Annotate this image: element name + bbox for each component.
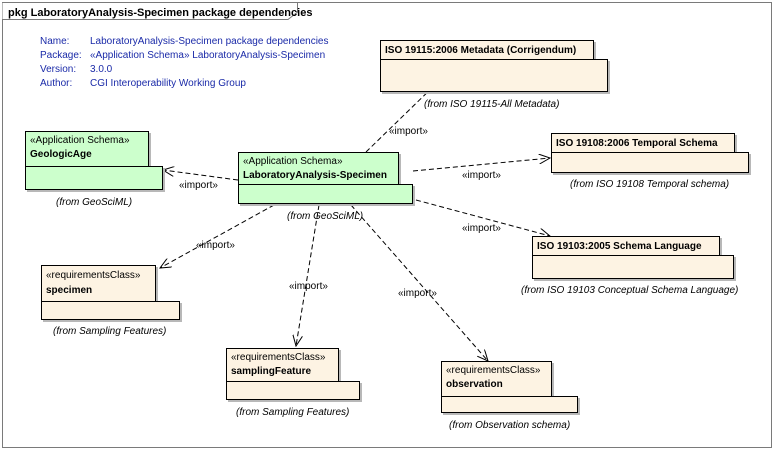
- origin-samplingfeature: (from Sampling Features): [236, 407, 350, 418]
- package-tab: «requirementsClass» observation: [441, 361, 552, 397]
- origin-observation: (from Observation schema): [449, 420, 571, 431]
- package-iso19108[interactable]: ISO 19108:2006 Temporal Schema: [551, 133, 751, 175]
- package-name-geologicage: GeologicAge: [30, 149, 92, 160]
- note-value-version: 3.0.0: [90, 64, 113, 75]
- package-body: [25, 166, 163, 190]
- package-samplingfeature[interactable]: «requirementsClass» samplingFeature: [226, 348, 362, 402]
- stereotype-observation: «requirementsClass»: [446, 365, 541, 376]
- package-laboratoryanalysis-specimen[interactable]: «Application Schema» LaboratoryAnalysis-…: [238, 152, 415, 206]
- package-name-iso19108: ISO 19108:2006 Temporal Schema: [556, 138, 718, 149]
- import-label-geologicage: «import»: [179, 180, 218, 191]
- note-key-name: Name:: [40, 36, 70, 47]
- import-label-specimen: «import»: [196, 240, 235, 251]
- import-label-observation: «import»: [398, 288, 437, 299]
- dependency-edge-iso19103[interactable]: [415, 199, 550, 236]
- note-key-version: Version:: [40, 64, 77, 75]
- import-label-samplingfeature: «import»: [289, 281, 328, 292]
- package-tab: «requirementsClass» specimen: [41, 265, 156, 302]
- package-name-samplingfeature: samplingFeature: [231, 366, 312, 377]
- package-iso19103[interactable]: ISO 19103:2005 Schema Language: [532, 236, 736, 281]
- package-body: [226, 381, 360, 400]
- stereotype-lab: «Application Schema»: [243, 156, 343, 167]
- note-value-author: CGI Interoperability Working Group: [90, 78, 246, 89]
- package-tab: «requirementsClass» samplingFeature: [226, 348, 339, 382]
- import-label-iso19103: «import»: [462, 223, 501, 234]
- note-value-name: LaboratoryAnalysis-Specimen package depe…: [90, 36, 329, 47]
- dependency-edge-iso19115[interactable]: [365, 82, 438, 153]
- origin-geologicage: (from GeoSciML): [56, 197, 133, 208]
- package-tab: «Application Schema» LaboratoryAnalysis-…: [238, 152, 399, 185]
- note-key-author: Author:: [40, 78, 73, 89]
- package-name-lab: LaboratoryAnalysis-Specimen: [243, 170, 387, 181]
- package-body: [532, 255, 734, 279]
- package-tab: «Application Schema» GeologicAge: [25, 131, 149, 167]
- note-key-package: Package:: [40, 50, 82, 61]
- dependency-edge-samplingfeature[interactable]: [296, 204, 320, 346]
- dependency-edge-observation[interactable]: [350, 204, 488, 361]
- dependency-edge-specimen[interactable]: [160, 204, 275, 268]
- origin-iso19103: (from ISO 19103 Conceptual Schema Langua…: [521, 285, 739, 296]
- stereotype-geologicage: «Application Schema»: [30, 135, 130, 146]
- package-observation[interactable]: «requirementsClass» observation: [441, 361, 580, 415]
- stereotype-specimen: «requirementsClass»: [46, 270, 141, 281]
- package-name-specimen: specimen: [46, 285, 93, 296]
- diagram-info-note: Name: LaboratoryAnalysis-Specimen packag…: [40, 35, 360, 91]
- package-tab: ISO 19103:2005 Schema Language: [532, 236, 720, 256]
- frame-tab-shape: [2, 2, 298, 20]
- package-tab: ISO 19115:2006 Metadata (Corrigendum): [380, 40, 594, 60]
- import-label-iso19108: «import»: [462, 170, 501, 181]
- package-name-observation: observation: [446, 379, 503, 390]
- frame-title-tab: pkg LaboratoryAnalysis-Specimen package …: [2, 2, 312, 20]
- package-name-iso19103: ISO 19103:2005 Schema Language: [537, 241, 702, 252]
- origin-lab: (from GeoSciML): [287, 211, 364, 222]
- package-name-iso19115: ISO 19115:2006 Metadata (Corrigendum): [385, 45, 577, 56]
- package-tab: ISO 19108:2006 Temporal Schema: [551, 133, 735, 153]
- package-iso19115[interactable]: ISO 19115:2006 Metadata (Corrigendum): [380, 40, 610, 94]
- origin-specimen: (from Sampling Features): [53, 326, 167, 337]
- dependency-edge-iso19108[interactable]: [412, 158, 550, 172]
- package-specimen[interactable]: «requirementsClass» specimen: [41, 265, 182, 322]
- stereotype-samplingfeature: «requirementsClass»: [231, 352, 326, 363]
- package-body: [238, 184, 413, 204]
- package-geologicage[interactable]: «Application Schema» GeologicAge: [25, 131, 165, 192]
- origin-iso19108: (from ISO 19108 Temporal schema): [570, 179, 730, 190]
- package-body: [551, 152, 749, 173]
- package-body: [441, 396, 578, 413]
- frame-title: pkg LaboratoryAnalysis-Specimen package …: [8, 7, 313, 19]
- package-body: [380, 59, 608, 92]
- origin-iso19115: (from ISO 19115-All Metadata): [424, 99, 560, 110]
- dependency-edge-geologicage[interactable]: [163, 170, 239, 181]
- package-body: [41, 301, 180, 320]
- note-value-package: «Application Schema» LaboratoryAnalysis-…: [90, 50, 326, 61]
- import-label-iso19115: «import»: [389, 126, 428, 137]
